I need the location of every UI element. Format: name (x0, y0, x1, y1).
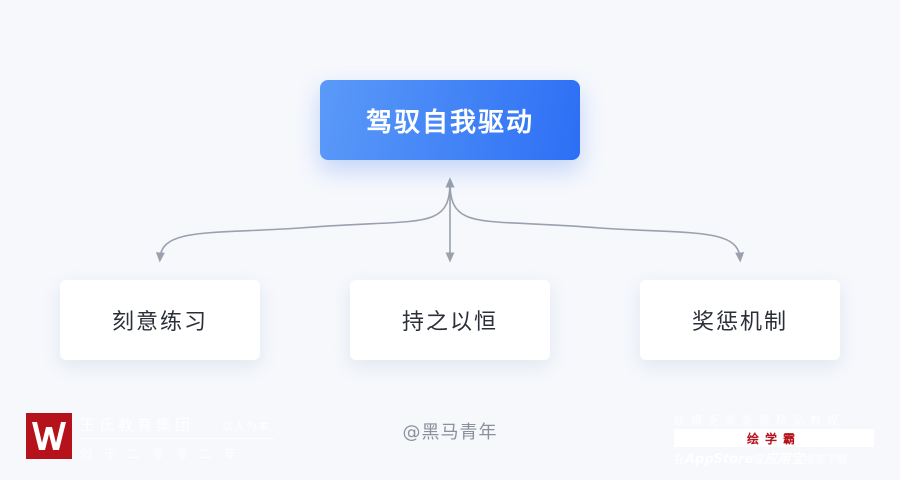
child-node-label: 刻意练习 (111, 310, 208, 335)
connector-to-child-1 (155, 177, 455, 263)
root-node: 驾驭自我驱动 (320, 80, 580, 160)
promo-store: AppStore (685, 452, 754, 467)
promo-prefix: 在 (674, 453, 685, 466)
org-motto: 创于二零零二年 (80, 447, 249, 461)
promo-download-line: 在AppStore或应用宝搜索下载 (674, 448, 884, 467)
org-slogan: 以人为本 (222, 420, 270, 433)
promo-brand-label: 绘学霸 (746, 431, 801, 446)
org-name: 王氏教育集团 (80, 416, 195, 434)
author-credit: @黑马青年 (402, 422, 498, 443)
child-node-label: 奖惩机制 (691, 310, 788, 335)
promo-suffix: 搜索下载 (803, 453, 848, 466)
org-divider (80, 438, 274, 439)
root-node-label: 驾驭自我驱动 (365, 107, 534, 138)
child-node-reward-punishment: 奖惩机制 (640, 280, 840, 360)
promo-line: 获得更多免费精品教程 (674, 414, 844, 427)
child-node-label: 持之以恒 (401, 310, 498, 335)
promo-mid: 或 (753, 453, 765, 466)
promo-brand: 绘学霸 (674, 429, 874, 447)
child-node-deliberate-practice: 刻意练习 (60, 280, 260, 360)
org-logo-icon (26, 413, 72, 459)
promo-app: 应用宝 (764, 452, 804, 467)
connector-to-child-3 (445, 177, 745, 263)
child-node-perseverance: 持之以恒 (350, 280, 550, 360)
